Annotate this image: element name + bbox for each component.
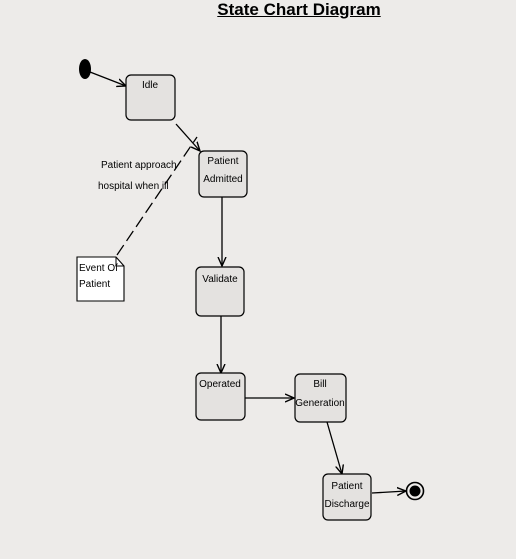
note-event-of-patient: Event Of Patient: [76, 256, 125, 302]
state-discharge-label-1: Patient: [331, 481, 362, 492]
state-bill-generation[interactable]: Bill Generation: [294, 373, 347, 423]
transition-bill-discharge: [326, 421, 342, 474]
state-idle-label: Idle: [142, 80, 159, 91]
state-validate[interactable]: Validate: [195, 266, 245, 317]
note-label-1: Event Of: [79, 263, 118, 274]
state-admitted-label-2: Admitted: [203, 174, 242, 185]
state-patient-admitted[interactable]: Patient Admitted: [198, 150, 248, 198]
note-label-2: Patient: [79, 279, 110, 290]
state-patient-discharge[interactable]: Patient Discharge: [322, 473, 372, 521]
right-margin: [516, 0, 526, 559]
state-bill-label-1: Bill: [313, 379, 326, 390]
state-discharge-label-2: Discharge: [324, 499, 369, 510]
final-state-icon: [405, 481, 425, 501]
state-operated-label: Operated: [199, 379, 241, 390]
state-operated[interactable]: Operated: [195, 372, 246, 421]
state-validate-label: Validate: [202, 274, 238, 285]
transition-start-idle: [89, 71, 126, 86]
final-state-core: [409, 485, 421, 497]
transition-idle-admitted: [175, 123, 200, 151]
state-admitted-label-1: Patient: [207, 156, 238, 167]
initial-state-icon: [79, 59, 91, 79]
state-idle[interactable]: Idle: [125, 74, 176, 121]
transition-discharge-final: [371, 491, 406, 493]
annotation-line-2: hospital when ill: [98, 181, 169, 192]
annotation-line-1: Patient approach: [101, 160, 177, 171]
state-bill-label-2: Generation: [295, 398, 344, 409]
note-anchor-line: [116, 136, 198, 256]
diagram-title: State Chart Diagram: [217, 0, 381, 19]
